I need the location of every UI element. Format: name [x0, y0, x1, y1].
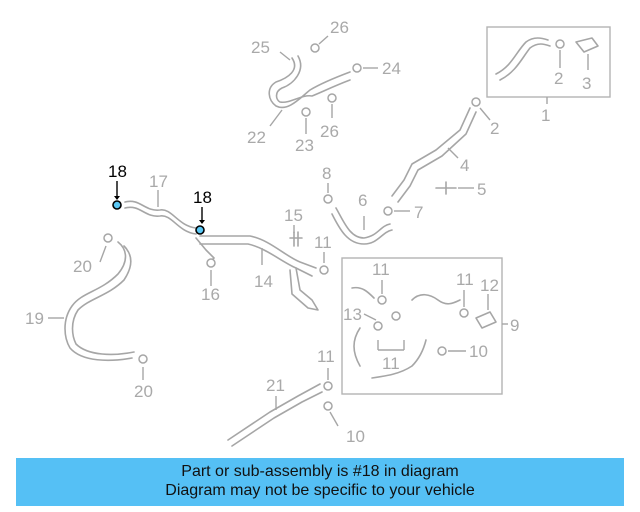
hose-11-box-bottom [353, 327, 427, 379]
clip-7 [383, 206, 393, 216]
callout-25[interactable]: 25 [251, 38, 270, 57]
hose-19 [64, 241, 133, 362]
callout-13[interactable]: 13 [343, 305, 362, 324]
callout-10-box[interactable]: 10 [469, 342, 488, 361]
clip-18-right[interactable] [195, 225, 205, 235]
hose-17 [124, 200, 197, 229]
callout-4[interactable]: 4 [460, 156, 469, 175]
callout-23[interactable]: 23 [295, 136, 314, 155]
callout-16[interactable]: 16 [201, 285, 220, 304]
callout-10-bottom[interactable]: 10 [346, 427, 365, 446]
bolt-15 [289, 231, 303, 247]
clip-13-b [391, 311, 401, 321]
callout-21[interactable]: 21 [266, 376, 285, 395]
clip-11-upper [319, 265, 329, 275]
callout-22[interactable]: 22 [247, 128, 266, 147]
bolt-5 [435, 181, 457, 195]
callout-6[interactable]: 6 [358, 191, 367, 210]
hose-box-mid [411, 293, 461, 305]
banner-line-2: Diagram may not be specific to your vehi… [165, 482, 475, 499]
nut-16 [206, 258, 216, 268]
callout-2-box[interactable]: 2 [554, 69, 563, 88]
callout-2-mid[interactable]: 2 [490, 119, 499, 138]
callout-3[interactable]: 3 [582, 74, 591, 93]
parts-diagram: 18 17 18 19 20 20 16 15 14 11 25 26 24 2… [25, 18, 611, 447]
callout-11-box-a[interactable]: 11 [372, 260, 390, 279]
clip-11-bottom [323, 381, 333, 391]
info-banner: Part or sub-assembly is #18 in diagram D… [16, 458, 624, 506]
hose-1 [495, 37, 549, 75]
callout-26-bottom[interactable]: 26 [320, 122, 339, 141]
callout-15[interactable]: 15 [284, 206, 303, 225]
clip-24 [352, 63, 362, 73]
callout-8[interactable]: 8 [322, 164, 331, 183]
clip-11-box-b [459, 308, 469, 318]
banner-line-1: Part or sub-assembly is #18 in diagram [181, 463, 459, 480]
clip-10-box [437, 346, 447, 356]
fitting-12 [475, 311, 497, 329]
callout-18-left[interactable]: 18 [108, 162, 127, 181]
bracket-14 [289, 267, 319, 311]
clip-23 [301, 107, 311, 117]
clip-2-box [555, 39, 565, 49]
pipe-4 [391, 107, 471, 197]
clip-2-mid [471, 97, 481, 107]
callout-24[interactable]: 24 [382, 59, 401, 78]
callout-1[interactable]: 1 [541, 106, 550, 125]
callout-11-box-c[interactable]: 11 [382, 354, 400, 373]
clip-20-bottom [138, 354, 148, 364]
callout-20-top[interactable]: 20 [73, 257, 92, 276]
callout-19[interactable]: 19 [25, 309, 44, 328]
clip-8 [323, 194, 333, 204]
clip-11-box-a [377, 295, 387, 305]
callout-18-right[interactable]: 18 [193, 188, 212, 207]
hose-11-box-top [351, 286, 375, 299]
group-box-1 [486, 26, 611, 98]
hose-17-outer [124, 206, 197, 235]
clip-26-top [310, 43, 320, 53]
hose-25 [268, 57, 351, 109]
callout-7[interactable]: 7 [414, 203, 423, 222]
callout-11-bottom[interactable]: 11 [317, 347, 335, 366]
callout-14[interactable]: 14 [254, 272, 273, 291]
callout-9[interactable]: 9 [510, 316, 519, 335]
callout-11-box-b[interactable]: 11 [456, 270, 474, 289]
pipe-14 [199, 235, 317, 269]
callout-20-bottom[interactable]: 20 [134, 382, 153, 401]
callout-26-top[interactable]: 26 [330, 18, 349, 37]
callout-11-upper[interactable]: 11 [314, 233, 332, 252]
pipe-21 [227, 383, 321, 441]
callout-12[interactable]: 12 [480, 276, 499, 295]
clip-26-bottom [327, 93, 337, 103]
group-box-9 [341, 257, 503, 395]
clip-20-top [103, 233, 113, 243]
clip-10-bottom [323, 401, 333, 411]
hose-6 [335, 207, 391, 239]
callout-17[interactable]: 17 [149, 172, 168, 191]
fitting-3 [575, 37, 599, 53]
clip-13-a [373, 321, 383, 331]
clip-18-left[interactable] [112, 200, 122, 210]
callout-5[interactable]: 5 [477, 180, 486, 199]
